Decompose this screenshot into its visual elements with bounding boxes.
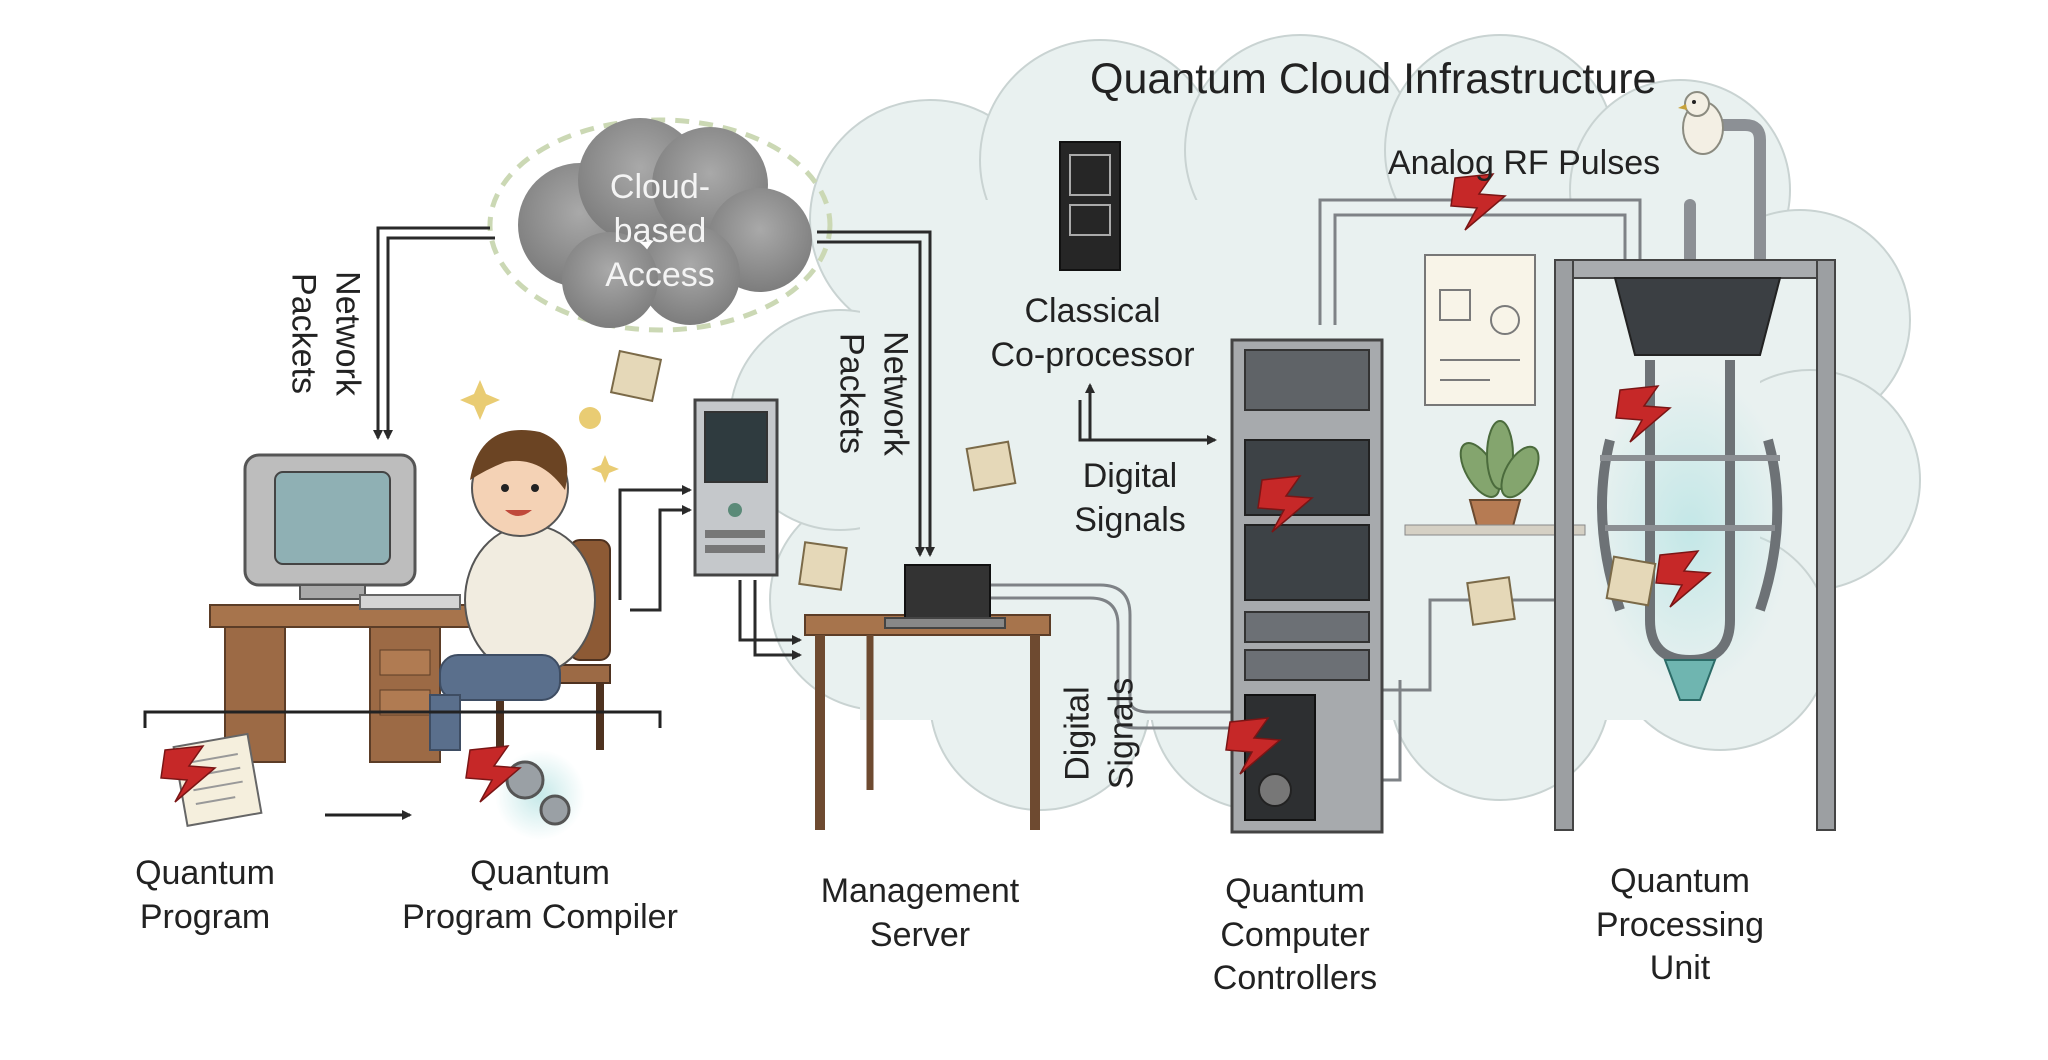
compiler-bracket: [143, 710, 662, 728]
person-icon: [429, 430, 596, 751]
plant-icon: [1404, 420, 1586, 536]
qubit-cube-icons: [609, 349, 1657, 626]
digital-signals-vertical-label: Digital Signals: [1056, 664, 1143, 804]
cloud-access-shape: [487, 117, 833, 333]
network-packets-left-line-1: Network: [328, 271, 367, 396]
management-server-label: Management Server: [805, 870, 1035, 957]
analog-pipe: [1684, 119, 1766, 266]
network-packets-left-label: Network Packets: [281, 259, 368, 409]
cloud-access-line-3: Access: [605, 256, 715, 295]
page-title: Quantum Cloud Infrastructure: [1090, 55, 1657, 103]
network-packets-right-line-1: Network: [876, 331, 915, 456]
controllers-line-1: Quantum: [1225, 872, 1365, 910]
network-packets-left-line-2: Packets: [285, 273, 323, 394]
gears-icon: [495, 750, 585, 840]
classical-coprocessor-line-2: Co-processor: [990, 335, 1195, 374]
laptop-icon: [884, 564, 1006, 629]
cloud-access-line-1: Cloud-: [609, 168, 711, 206]
qpu-line-3: Unit: [1649, 949, 1711, 988]
quantum-program-line-2: Program: [139, 897, 271, 936]
classical-coprocessor-line-1: Classical: [1024, 292, 1161, 330]
network-packets-right-line-2: Packets: [833, 333, 871, 454]
digital-signals-vertical-line-2: Signals: [1102, 677, 1140, 790]
quantum-program-line-1: Quantum: [135, 854, 275, 892]
classical-coprocessor-label: Classical Co-processor: [985, 290, 1200, 377]
server-tower-icon: [693, 398, 779, 577]
controller-rack-icon: [1230, 338, 1384, 834]
network-packets-right-label: Network Packets: [829, 319, 916, 469]
controllers-line-3: Controllers: [1212, 959, 1378, 998]
qpu-frame-icon: [1554, 259, 1836, 831]
cloud-access-label: Cloud- based Access: [585, 165, 735, 298]
crt-computer-icon: [243, 453, 461, 610]
qpu-line-2: Processing: [1595, 905, 1765, 944]
coprocessor-icon: [1059, 141, 1121, 271]
cloud-access-line-2: based: [613, 212, 707, 251]
digital-signals-mid-line-1: Digital: [1082, 457, 1178, 495]
quantum-program-label: Quantum Program: [120, 852, 290, 939]
digital-signals-mid-line-2: Signals: [1074, 500, 1186, 539]
qpu-line-1: Quantum: [1610, 862, 1750, 900]
management-server-line-2: Server: [869, 915, 971, 954]
compiler-line-2: Program Compiler: [402, 897, 678, 936]
bird-icon: [1678, 91, 1724, 155]
connection-lines: [373, 226, 1217, 660]
analog-rf-pulses-label: Analog RF Pulses: [1388, 144, 1661, 182]
digital-signals-mid-label: Digital Signals: [1050, 455, 1210, 542]
qpu-label: Quantum Processing Unit: [1585, 860, 1775, 991]
controllers-label: Quantum Computer Controllers: [1195, 870, 1395, 1001]
compiler-line-1: Quantum: [470, 854, 610, 892]
management-server-line-1: Management: [820, 872, 1020, 910]
digital-signals-vertical-line-1: Digital: [1058, 686, 1097, 781]
sparkle-icons: [460, 380, 619, 483]
lightning-icons: [160, 173, 1712, 803]
compiler-label: Quantum Program Compiler: [380, 852, 700, 939]
schematic-paper-icon: [1424, 254, 1536, 406]
controllers-line-2: Computer: [1220, 915, 1370, 954]
